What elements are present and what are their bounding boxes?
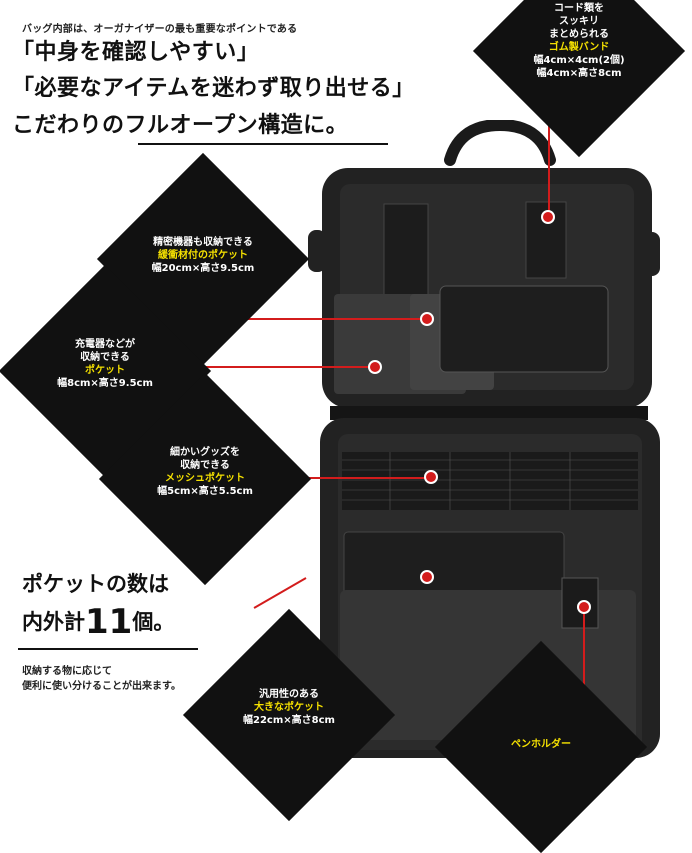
pocket-count-suffix: 個。 — [132, 610, 175, 634]
charger-pocket-highlight: ポケット — [85, 365, 125, 376]
mesh-pattern — [342, 452, 638, 510]
callout-cushion-pocket: 精密機器も収納できる 緩衝材付のポケット 幅20cm×高さ9.5cm — [138, 236, 268, 275]
pocket-count-prefix: 内外計 — [22, 610, 85, 634]
leader-charger-pocket — [132, 366, 374, 368]
rubber-band-size-2: 幅4cm×高さ8cm — [536, 68, 622, 79]
intro-caption: バッグ内部は、オーガナイザーの最も重要なポイントである — [22, 24, 298, 35]
bag-handle — [444, 120, 556, 166]
big-pocket-size: 幅22cm×高さ8cm — [243, 715, 335, 726]
charger-pocket-line-2: 収納できる — [80, 352, 130, 363]
mesh-pocket-line-2: 収納できる — [180, 460, 230, 471]
rubber-band-line-3: まとめられる — [549, 29, 609, 40]
cushion-pocket-shape — [439, 285, 609, 373]
headline-underline — [138, 143, 388, 145]
headline-line-1: 「中身を確認しやすい」 — [12, 40, 260, 65]
rubber-band-line-1: コード類を — [554, 3, 604, 14]
pocket-count-description: 収納する物に応じて 便利に使い分けることが出来ます。 — [22, 664, 181, 694]
pen-holder-highlight: ペンホルダー — [511, 739, 571, 750]
bag-illustration — [308, 120, 660, 758]
dot-cushion-pocket — [420, 312, 434, 326]
leader-big-pocket — [253, 577, 307, 609]
rubber-band-line-2: スッキリ — [559, 16, 599, 27]
callout-mesh-pocket: 細かいグッズを 収納できる メッシュポケット 幅5cm×高さ5.5cm — [140, 446, 270, 498]
rubber-band-highlight: ゴム製バンド — [548, 42, 610, 53]
callout-rubber-band: コード類を スッキリ まとめられる ゴム製バンド 幅4cm×4cm(2個) 幅4… — [514, 2, 644, 80]
mesh-pocket-line-1: 細かいグッズを — [170, 447, 240, 458]
pocket-count-line-1: ポケットの数は — [22, 572, 169, 596]
headline-line-2: 「必要なアイテムを迷わず取り出せる」 — [12, 76, 415, 101]
leader-rubber-band — [548, 94, 550, 216]
cushion-pocket-size: 幅20cm×高さ9.5cm — [151, 263, 255, 274]
dot-charger-pocket — [368, 360, 382, 374]
leader-pen-holder — [583, 606, 585, 736]
pocket-count-number: 11 — [85, 602, 133, 642]
callout-pen-holder: ペンホルダー — [476, 738, 606, 751]
pocket-count-sub-2: 便利に使い分けることが出来ます。 — [22, 681, 181, 692]
mesh-pocket-highlight: メッシュポケット — [165, 473, 245, 484]
left-strap-loop — [308, 230, 326, 272]
dot-pen-holder — [577, 600, 591, 614]
bag-hinge — [330, 406, 648, 420]
pocket-count-line-2: 内外計11個。 — [22, 602, 174, 642]
dot-big-pocket — [420, 570, 434, 584]
charger-pocket-size: 幅8cm×高さ9.5cm — [57, 378, 153, 389]
charger-pocket-line-1: 充電器などが — [75, 339, 135, 350]
cushion-pocket-highlight: 緩衝材付のポケット — [158, 250, 248, 261]
rubber-band-size-1: 幅4cm×4cm(2個) — [533, 55, 625, 66]
dot-rubber-band — [541, 210, 555, 224]
big-pocket-line-1: 汎用性のある — [259, 689, 319, 700]
callout-charger-pocket: 充電器などが 収納できる ポケット 幅8cm×高さ9.5cm — [40, 338, 170, 390]
dot-mesh-pocket — [424, 470, 438, 484]
callout-big-pocket: 汎用性のある 大きなポケット 幅22cm×高さ8cm — [224, 688, 354, 727]
leader-mesh-pocket — [254, 477, 432, 479]
pocket-count-sub-1: 収納する物に応じて — [22, 666, 112, 677]
mesh-pocket-row — [342, 452, 638, 510]
leader-cushion-pocket — [210, 318, 428, 320]
big-pocket-highlight: 大きなポケット — [254, 702, 324, 713]
headline-line-3: こだわりのフルオープン構造に。 — [12, 113, 349, 138]
cushion-pocket-line-1: 精密機器も収納できる — [153, 237, 253, 248]
mesh-pocket-size: 幅5cm×高さ5.5cm — [157, 486, 253, 497]
pocket-count-underline — [18, 648, 198, 650]
